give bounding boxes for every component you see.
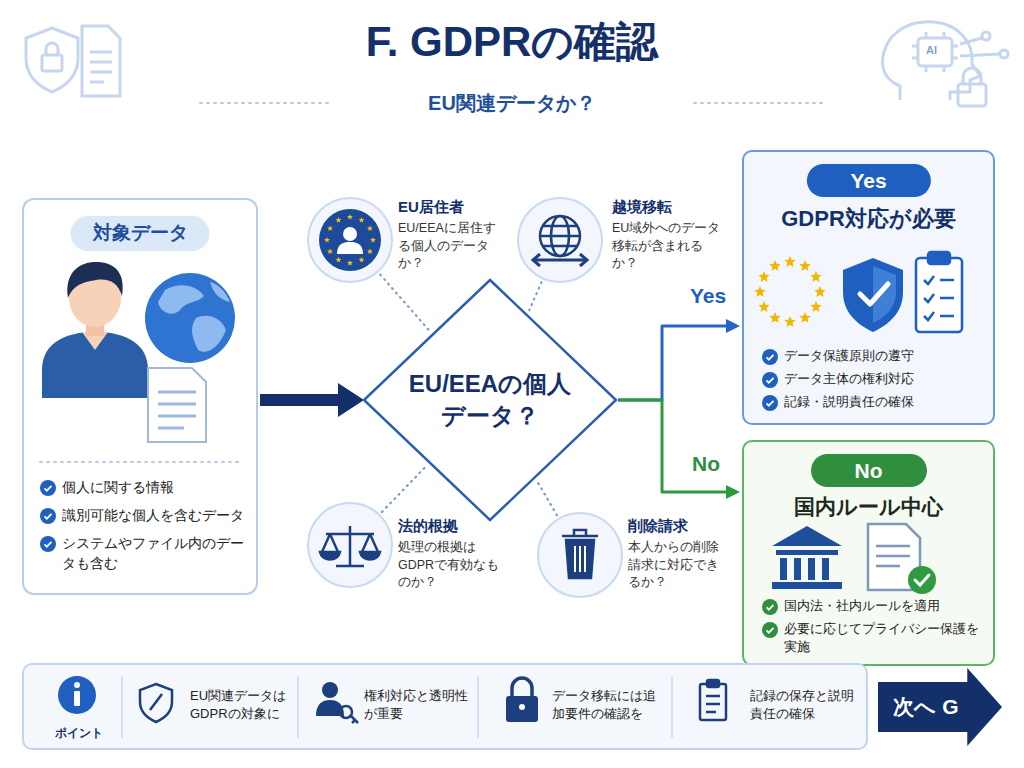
next-arrow: 次へ G	[878, 668, 1002, 746]
callout-heading: 越境移転	[612, 196, 672, 217]
globe-transfer-icon	[533, 216, 587, 266]
panel-heading: 対象データ	[71, 216, 210, 251]
diamond-outline	[362, 278, 618, 522]
person-illustration	[42, 262, 148, 398]
star	[367, 226, 373, 231]
bullet-item: 国内法・社内ルールを適用	[762, 598, 990, 616]
bullet-item: 個人に関する情報	[40, 478, 246, 498]
clipboard-icon	[700, 680, 726, 720]
arrow-shape	[878, 668, 1002, 746]
separator	[122, 676, 672, 738]
icon-circle	[538, 513, 622, 597]
result-badge: Yes	[806, 164, 930, 197]
point-text: 記録の保存と説明責任の確保	[750, 687, 860, 723]
dotted-connector	[529, 282, 541, 310]
result-badge: No	[811, 454, 927, 487]
star	[769, 260, 780, 271]
star	[784, 256, 795, 267]
callout-heading: 削除請求	[628, 515, 688, 536]
star	[336, 257, 342, 262]
star	[754, 286, 765, 297]
dotted-connector	[538, 482, 557, 515]
decision-diamond: EU/EEAの個人データ？	[362, 278, 618, 522]
star	[336, 217, 342, 222]
next-label: 次へ G	[878, 692, 974, 721]
building-icon	[772, 526, 842, 589]
result-heading: 国内ルール中心	[794, 492, 943, 521]
person-key-icon	[316, 682, 358, 723]
star	[370, 237, 376, 242]
star	[758, 301, 769, 312]
bullet-item: データ保護原則の遵守	[762, 347, 987, 365]
deco-ai-head	[883, 22, 1008, 106]
title: F. GDPRの確認	[366, 14, 659, 70]
shield-outline-icon	[140, 684, 172, 722]
point-text: データ移転には追加要件の確認を	[552, 687, 668, 723]
flow-arrow	[618, 400, 726, 492]
dotted-connector	[380, 275, 429, 331]
subtitle: EU関連データか？	[428, 90, 596, 117]
diamond-shape	[364, 280, 616, 520]
bullet-item: データ主体の権利対応	[762, 370, 987, 388]
star	[367, 249, 373, 254]
bullet-item: 必要に応じてプライバシー保護を実施	[762, 621, 990, 656]
star	[799, 312, 810, 323]
document-check-icon	[868, 524, 936, 594]
star	[784, 316, 795, 327]
star	[324, 237, 330, 242]
star	[327, 249, 333, 254]
eu-stars-icon	[754, 256, 825, 327]
deco-security	[26, 26, 120, 96]
question-callout: 削除請求本人からの削除請求に対応できるか？	[536, 511, 732, 607]
icon-circle	[308, 198, 392, 282]
callout-heading: EU居住者	[398, 196, 464, 217]
bullet-item: 識別可能な個人を含むデータ	[40, 506, 246, 526]
bullet-item: システムやファイル内のデータも含む	[40, 534, 246, 573]
star	[758, 271, 769, 282]
document-illustration	[148, 368, 206, 442]
shield-icon	[843, 258, 903, 332]
star	[359, 217, 365, 222]
trash-icon	[562, 530, 598, 578]
band-heading: ポイント	[44, 725, 114, 742]
star	[810, 271, 821, 282]
eu-resident-icon	[319, 209, 381, 271]
callout-body: EU域外へのデータ移転が含まれるか？	[612, 220, 722, 273]
dotted-connector	[382, 466, 426, 511]
callout-body: 本人からの削除請求に対応できるか？	[628, 539, 728, 592]
chip-text: AI	[926, 44, 937, 56]
star	[810, 301, 821, 312]
icon-circle	[518, 198, 602, 282]
result-heading: GDPR対応が必要	[781, 204, 956, 235]
star	[347, 214, 353, 219]
checklist-icon	[916, 252, 962, 332]
callout-heading: 法的根拠	[398, 515, 458, 536]
points-band: ポイント EU関連データはGDPRの対象に 権利対応と透明性が重要 データ移転には追加…	[22, 663, 868, 750]
edge-label: Yes	[688, 284, 728, 308]
star	[347, 260, 353, 265]
edge-label: No	[690, 452, 722, 476]
star	[359, 257, 365, 262]
icon-circle	[308, 503, 392, 587]
callout-body: EU/EEAに居住する個人のデータか？	[398, 220, 502, 273]
star	[814, 286, 825, 297]
lock-icon	[506, 678, 538, 722]
info-icon	[58, 676, 96, 714]
flow-arrow	[260, 394, 338, 406]
bullet-item: 記録・説明責任の確保	[762, 393, 987, 411]
decision-text: EU/EEAの個人データ？	[405, 368, 575, 433]
point-text: EU関連データはGDPRの対象に	[190, 687, 296, 723]
scales-icon	[320, 526, 380, 566]
question-callout: 越境移転 EU域外へのデータ移転が含まれるか？	[516, 196, 726, 292]
star	[799, 260, 810, 271]
flow-arrow	[618, 326, 726, 400]
globe-illustration	[145, 273, 235, 363]
dotted-rule	[40, 461, 240, 463]
callout-body: 処理の根拠はGDPRで有効なものか？	[398, 539, 502, 592]
star	[327, 226, 333, 231]
star	[769, 312, 780, 323]
point-text: 権利対応と透明性が重要	[364, 687, 474, 723]
